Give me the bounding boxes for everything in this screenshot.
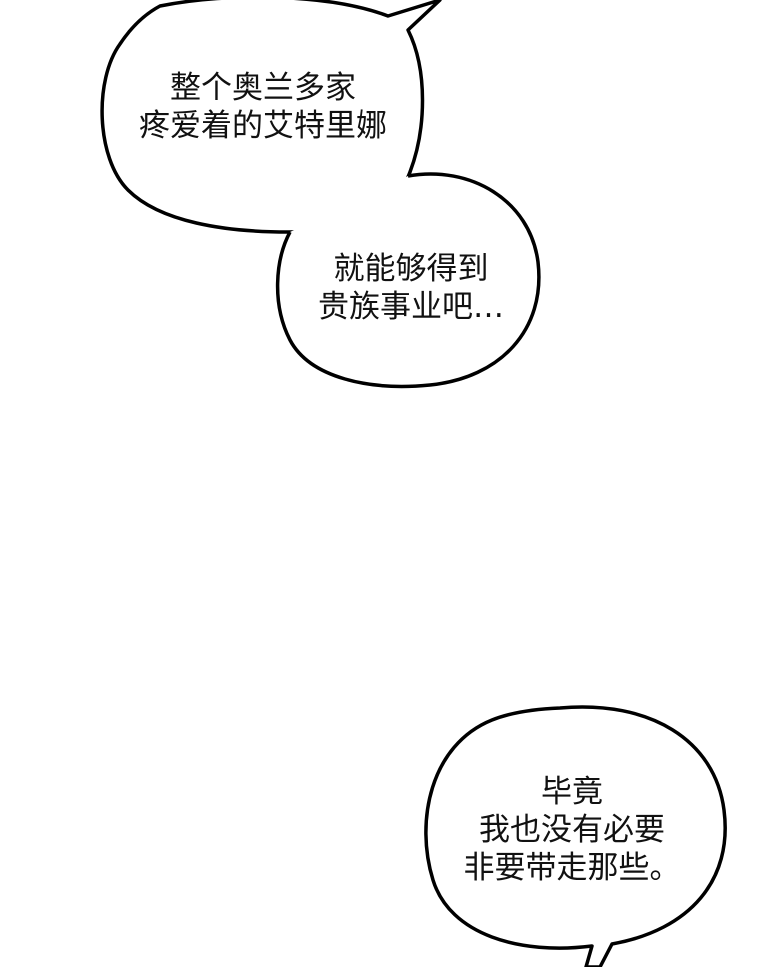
speech-bubble-1-text: 整个奥兰多家 疼爱着的艾特里娜 [104,69,422,145]
bubble-3-line-2: 我也没有必要 [479,812,665,848]
speech-bubble-3-text: 毕竟 我也没有必要 非要带走那些。 [440,773,704,887]
bubble-3-line-1: 毕竟 [541,774,603,810]
bubble-3-line-3: 非要带走那些。 [463,850,681,886]
bubble-1-line-2: 疼爱着的艾特里娜 [139,108,387,144]
speech-bubble-2-outline [275,172,541,389]
bubble-2-line-1: 就能够得到 [333,251,489,287]
bubble-1-line-1: 整个奥兰多家 [170,70,356,106]
speech-bubble-2-text: 就能够得到 贵族事业吧… [292,250,530,326]
bubble-2-line-2: 贵族事业吧… [318,289,504,325]
speech-bubble-3-outline [424,705,727,967]
